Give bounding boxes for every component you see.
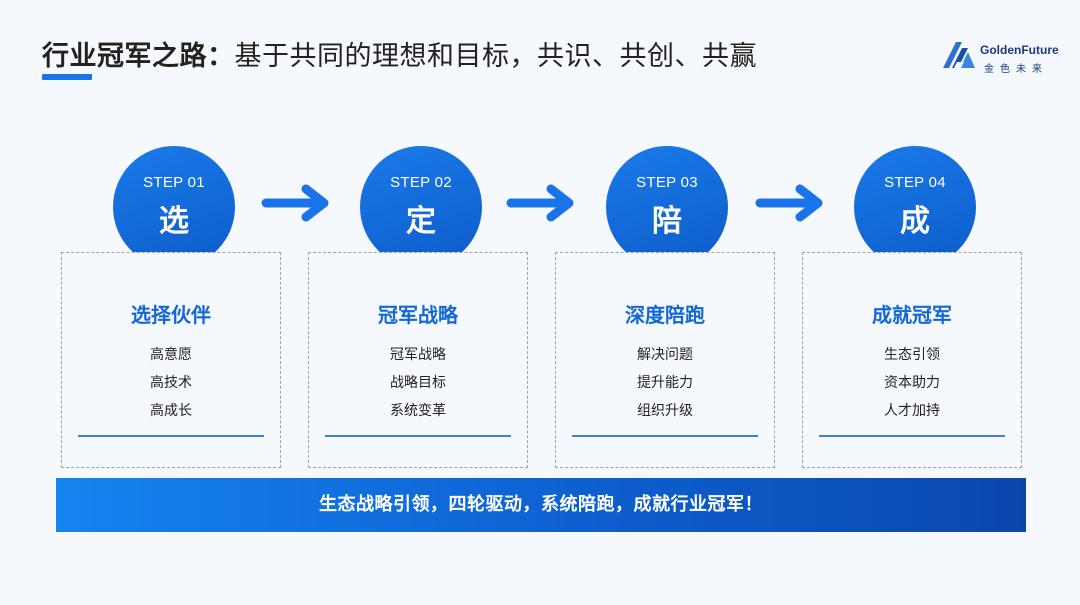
list-item: 组织升级: [637, 403, 693, 419]
card-heading: 选择伙伴: [131, 303, 211, 327]
step-card-2: 冠军战略 冠军战略 战略目标 系统变革: [308, 252, 528, 468]
step-number: STEP 02: [390, 174, 452, 191]
list-item: 高成长: [150, 403, 192, 419]
list-item: 资本助力: [884, 375, 940, 391]
card-heading: 深度陪跑: [625, 303, 705, 327]
card-divider: [78, 435, 264, 437]
card-item-list: 高意愿 高技术 高成长: [62, 345, 280, 429]
list-item: 高意愿: [150, 347, 192, 363]
step-circle-2: STEP 02 定: [360, 146, 482, 268]
list-item: 生态引领: [884, 347, 940, 363]
title-underline: [42, 74, 92, 80]
step-circle-3: STEP 03 陪: [606, 146, 728, 268]
logo: GoldenFuture 金色未来: [940, 38, 1070, 75]
step-character: 成: [900, 204, 930, 239]
card-item-list: 生态引领 资本助力 人才加持: [803, 345, 1021, 429]
card-heading: 成就冠军: [872, 303, 952, 327]
page-title: 行业冠军之路：基于共同的理想和目标，共识、共创、共赢: [42, 34, 757, 73]
step-card-3: 深度陪跑 解决问题 提升能力 组织升级: [555, 252, 775, 468]
logo-mark-icon: [943, 42, 975, 68]
list-item: 解决问题: [637, 347, 693, 363]
list-item: 系统变革: [390, 403, 446, 419]
step-card-1: 选择伙伴 高意愿 高技术 高成长: [61, 252, 281, 468]
step-character: 选: [159, 204, 189, 239]
page-title-main: 行业冠军之路：: [42, 41, 235, 72]
arrow-right-icon: [261, 184, 329, 222]
step-number: STEP 04: [884, 174, 946, 191]
logo-name: GoldenFuture: [980, 43, 1059, 57]
card-item-list: 解决问题 提升能力 组织升级: [556, 345, 774, 429]
step-circle-4: STEP 04 成: [854, 146, 976, 268]
card-item-list: 冠军战略 战略目标 系统变革: [309, 345, 527, 429]
card-divider: [819, 435, 1005, 437]
step-character: 陪: [652, 204, 682, 239]
logo-subtitle: 金色未来: [984, 64, 1048, 75]
step-card-4: 成就冠军 生态引领 资本助力 人才加持: [802, 252, 1022, 468]
card-divider: [572, 435, 758, 437]
step-character: 定: [406, 204, 436, 239]
list-item: 高技术: [150, 375, 192, 391]
step-circle-1: STEP 01 选: [113, 146, 235, 268]
list-item: 冠军战略: [390, 347, 446, 363]
page-title-sub: 基于共同的理想和目标，共识、共创、共赢: [234, 41, 757, 72]
arrow-right-icon: [506, 184, 574, 222]
list-item: 战略目标: [390, 375, 446, 391]
summary-banner: 生态战略引领，四轮驱动，系统陪跑，成就行业冠军！: [56, 478, 1026, 532]
list-item: 人才加持: [884, 403, 940, 419]
step-number: STEP 03: [636, 174, 698, 191]
card-heading: 冠军战略: [378, 303, 458, 327]
arrow-right-icon: [755, 184, 823, 222]
step-number: STEP 01: [143, 174, 205, 191]
list-item: 提升能力: [637, 375, 693, 391]
card-divider: [325, 435, 511, 437]
